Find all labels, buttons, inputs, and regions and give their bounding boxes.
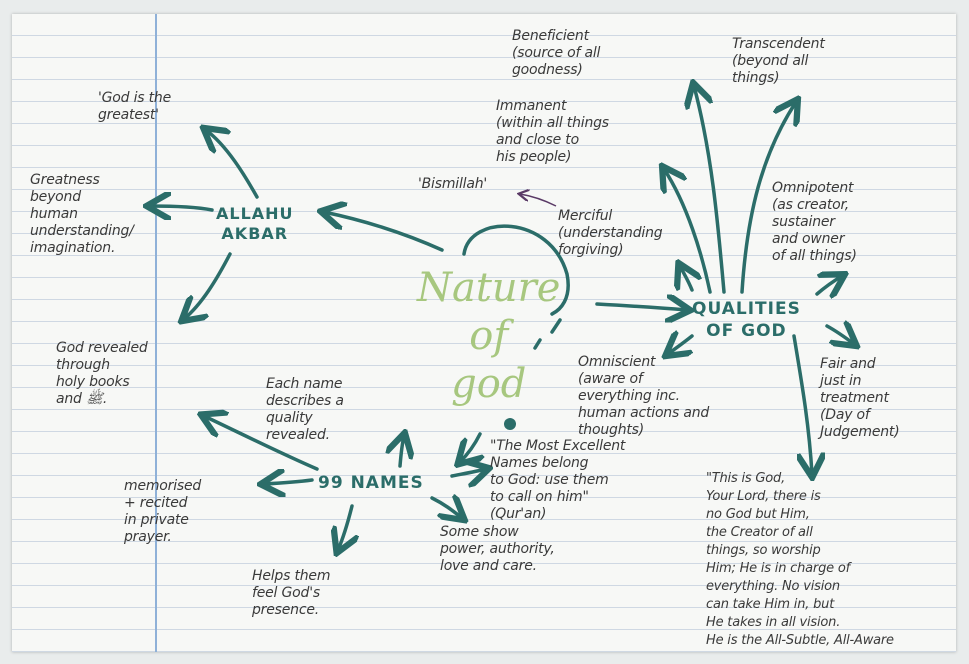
margin-line bbox=[155, 14, 157, 652]
note-god-revealed: God revealed through holy books and ﷺ. bbox=[56, 340, 148, 407]
note-immanent: Immanent (within all things and close to… bbox=[496, 98, 609, 165]
arrow-qualities-to-quote bbox=[792, 334, 812, 474]
note-beneficient: Beneficient (source of all goodness) bbox=[512, 28, 601, 78]
arrow-qualities-to-omniscient bbox=[668, 336, 694, 354]
hub-allahu-akbar: ALLAHU AKBAR bbox=[216, 204, 294, 243]
arrow-qualities-to-transcendent bbox=[740, 102, 796, 294]
note-each-name: Each name describes a quality revealed. bbox=[266, 376, 344, 443]
arrow-qualities-to-beneficient bbox=[694, 86, 726, 294]
center-dot bbox=[504, 418, 516, 430]
hub-99-names: 99 NAMES bbox=[318, 473, 424, 493]
arrow-allahu-to-greatest bbox=[206, 130, 259, 199]
arrow-center-to-allahu bbox=[324, 212, 444, 252]
note-merciful: Merciful (understanding forgiving) bbox=[558, 208, 663, 258]
arrow-names-to-revealed bbox=[204, 416, 319, 471]
central-title: Nature of god bbox=[417, 265, 561, 407]
note-quran-quote: "This is God, Your Lord, there is no God… bbox=[706, 471, 894, 648]
note-omniscient: Omniscient (aware of everything inc. hum… bbox=[578, 354, 710, 438]
arrow-qualities-to-fair bbox=[825, 326, 854, 344]
notebook-page: Nature of god ALLAHU AKBAR QUALITIES OF … bbox=[12, 14, 956, 652]
hub-qualities-of-god: QUALITIES OF GOD bbox=[692, 299, 801, 341]
note-memorised: memorised + recited in private prayer. bbox=[124, 478, 202, 545]
note-some-show: Some show power, authority, love and car… bbox=[440, 524, 555, 574]
note-helps-them: Helps them feel God's presence. bbox=[252, 568, 331, 618]
note-omnipotent: Omnipotent (as creator, sustainer and ow… bbox=[772, 180, 857, 264]
note-greatness: Greatness beyond human understanding/ im… bbox=[30, 172, 134, 256]
note-transcendent: Transcendent (beyond all things) bbox=[732, 36, 825, 86]
arrow-center-to-names bbox=[460, 432, 480, 462]
note-bismillah: 'Bismillah' bbox=[418, 176, 488, 192]
dash-center-1 bbox=[550, 318, 562, 334]
note-fair-and-just: Fair and just in treatment (Day of Judge… bbox=[820, 356, 900, 440]
arrow-to-bismillah bbox=[520, 194, 557, 207]
note-god-is-greatest: 'God is the greatest' bbox=[98, 90, 172, 123]
note-most-excellent-names: "The Most Excellent Names belong to God:… bbox=[490, 438, 626, 522]
arrow-names-to-someshow bbox=[430, 498, 462, 518]
arrow-center-to-qualities bbox=[595, 304, 687, 310]
arrow-allahu-to-greatness bbox=[150, 206, 214, 210]
arrow-qualities-to-omnipotent bbox=[815, 276, 842, 294]
arrow-qualities-to-merciful bbox=[680, 266, 692, 292]
arc-over-title bbox=[462, 224, 570, 316]
arrow-allahu-to-revealed bbox=[184, 252, 232, 319]
arrow-qualities-to-immanent bbox=[664, 169, 712, 294]
arrow-names-to-memorised bbox=[264, 480, 314, 484]
dash-center-2 bbox=[533, 338, 542, 350]
arrow-names-to-eachname bbox=[400, 436, 404, 468]
arrow-names-to-most-excellent bbox=[450, 469, 486, 476]
arrow-names-to-helps bbox=[338, 504, 352, 550]
arrows-layer bbox=[12, 14, 956, 652]
